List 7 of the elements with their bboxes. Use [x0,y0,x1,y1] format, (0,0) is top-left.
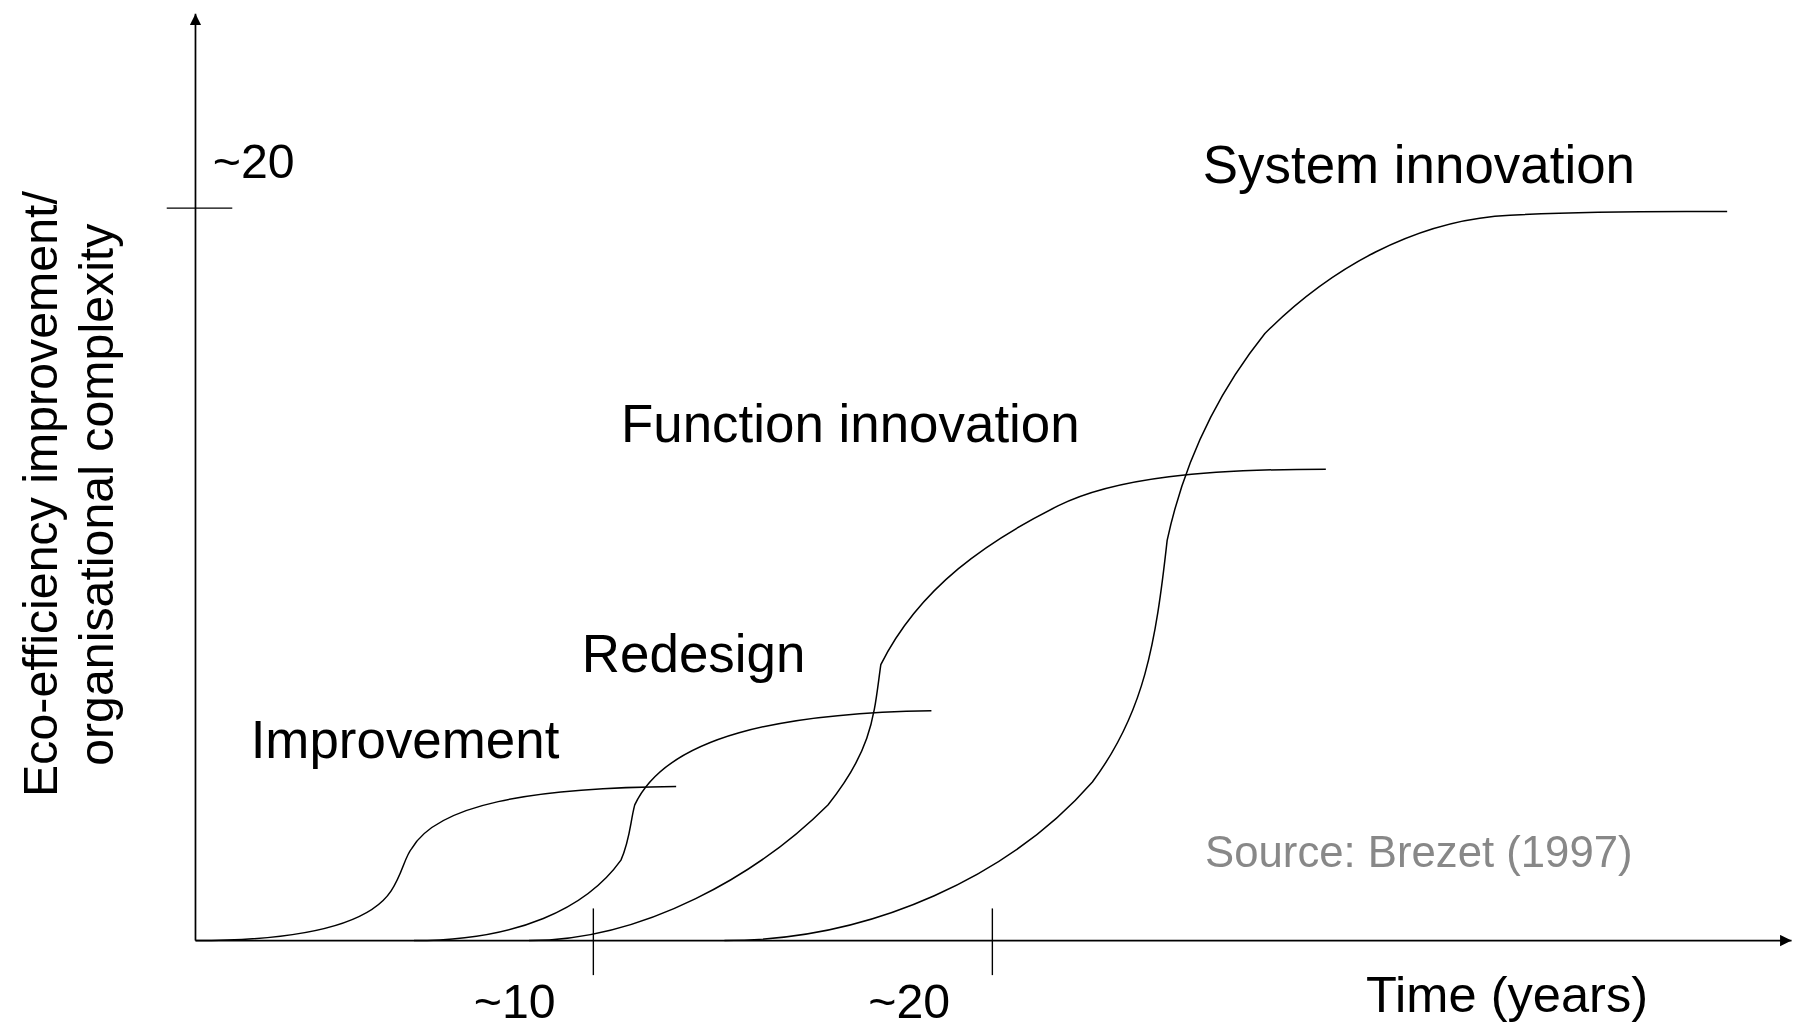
source-note: Source: Brezet (1997) [1205,830,1633,874]
tick-label: ~10 [473,977,556,1026]
curve-label: Function innovation [620,396,1080,450]
tick-label: ~20 [868,977,951,1026]
axis-title: Time (years) [1366,969,1649,1020]
tick-label: ~20 [212,138,295,187]
axis-title: Eco-efficiency improvement/ organisational complexity [13,190,125,800]
